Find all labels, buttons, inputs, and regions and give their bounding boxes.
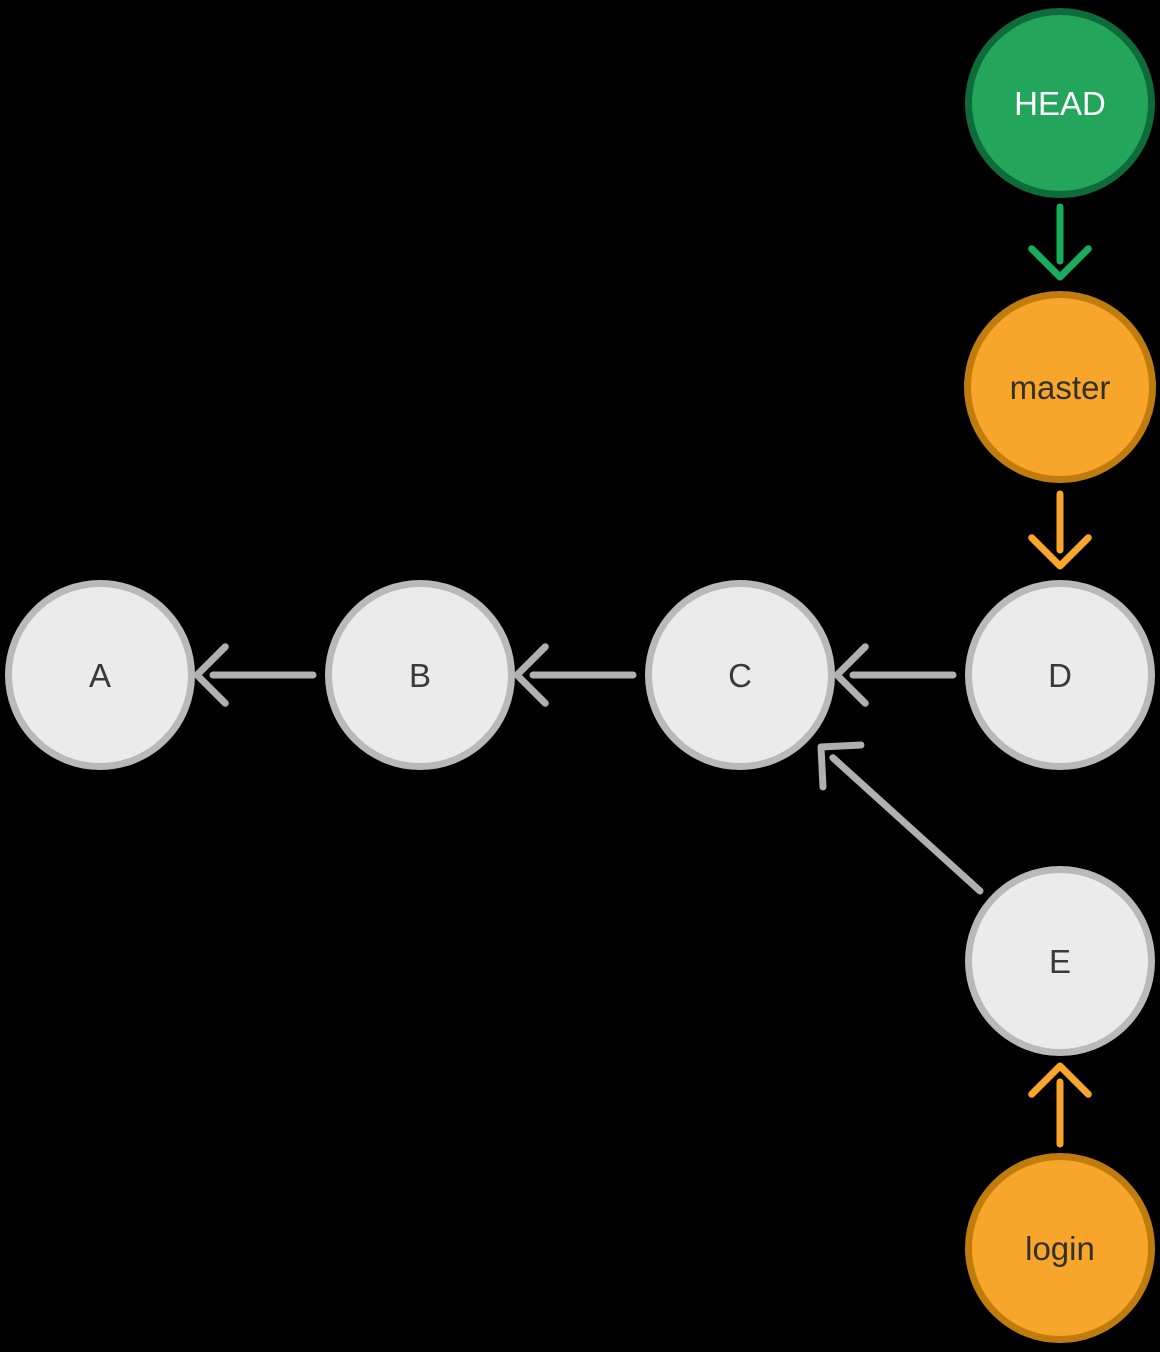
node-label-c: C bbox=[728, 656, 752, 694]
node-b: B bbox=[325, 580, 515, 770]
node-master: master bbox=[964, 291, 1156, 483]
arrowhead-icon bbox=[817, 741, 865, 791]
node-label-login: login bbox=[1025, 1229, 1095, 1267]
node-head: HEAD bbox=[965, 8, 1155, 198]
node-login: login bbox=[965, 1153, 1155, 1343]
arrowhead-icon bbox=[513, 643, 549, 707]
arrowhead-icon bbox=[833, 643, 869, 707]
arrow-e-to-c bbox=[817, 741, 984, 895]
node-d: D bbox=[965, 580, 1155, 770]
node-label-b: B bbox=[408, 656, 431, 694]
node-e: E bbox=[965, 866, 1155, 1056]
arrowhead-icon bbox=[1028, 245, 1092, 281]
arrow-d-to-c bbox=[833, 643, 957, 707]
node-c: C bbox=[645, 580, 835, 770]
arrow-c-to-b bbox=[513, 643, 637, 707]
arrow-shaft bbox=[829, 754, 984, 895]
arrowhead-icon bbox=[1028, 1062, 1092, 1098]
arrow-head-to-master bbox=[1028, 203, 1092, 281]
node-a: A bbox=[5, 580, 195, 770]
arrow-master-to-d bbox=[1028, 490, 1092, 570]
node-label-d: D bbox=[1048, 656, 1072, 694]
node-label-a: A bbox=[88, 656, 111, 694]
node-label-head: HEAD bbox=[1014, 84, 1106, 122]
arrowhead-icon bbox=[1028, 534, 1092, 570]
arrowhead-icon bbox=[193, 643, 229, 707]
arrow-login-to-e bbox=[1028, 1062, 1092, 1148]
node-label-e: E bbox=[1048, 942, 1071, 980]
node-label-master: master bbox=[1009, 368, 1111, 406]
arrow-b-to-a bbox=[193, 643, 317, 707]
